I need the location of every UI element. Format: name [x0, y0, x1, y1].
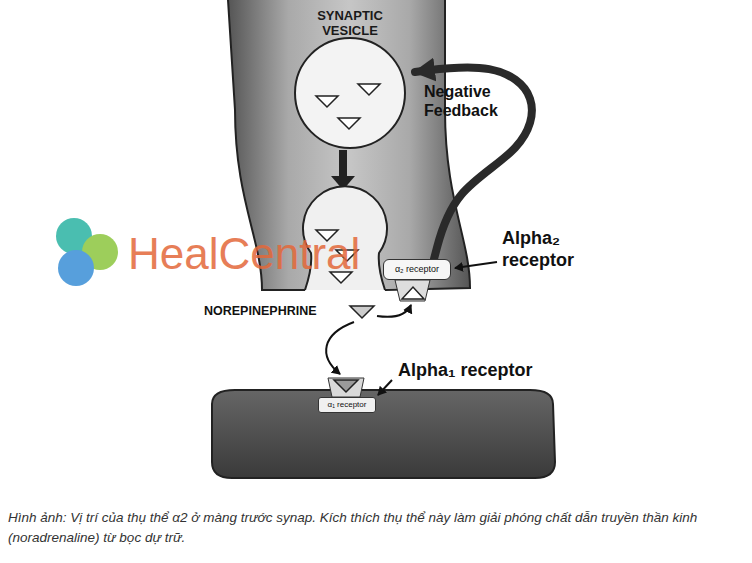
alpha1-receptor: α₁ receptor — [318, 397, 376, 413]
watermark-logo — [56, 218, 118, 286]
postsynaptic-cell — [212, 390, 555, 478]
bound-transmitter — [334, 380, 358, 392]
norepinephrine-triangle — [350, 306, 374, 318]
vesicle-membrane — [295, 38, 405, 148]
diffusion-arrow — [377, 305, 411, 317]
alpha2-receptor: α₂ receptor — [383, 259, 451, 280]
receptor-site — [395, 280, 430, 301]
bound-transmitter — [402, 287, 424, 299]
callout-label: Alpha₁ receptor — [398, 360, 568, 382]
edge-label: Negative Feedback — [424, 82, 516, 120]
receptor-label: α₂ receptor — [395, 264, 439, 274]
watermark: HealCentral — [128, 228, 368, 281]
leader-line — [455, 262, 497, 268]
receptor-label: α₁ receptor — [328, 400, 367, 409]
transmitter-label: NOREPINEPHRINE — [204, 304, 354, 319]
transmitter-triangle — [338, 118, 360, 129]
transport-arrow — [339, 150, 347, 176]
receptor-site — [328, 378, 364, 397]
transmitter-triangle — [316, 96, 338, 107]
vesicle-fill — [295, 38, 405, 148]
vesicle-heading: SYNAPTIC VESICLE — [303, 9, 398, 39]
figure-caption: Hình ảnh: Vị trí của thụ thể α2 ở màng t… — [8, 508, 744, 547]
synaptic-vesicle: SYNAPTIC VESICLE — [285, 6, 415, 154]
transmitter-triangle — [358, 84, 380, 95]
callout-label: Alpha₂ receptor — [502, 228, 594, 271]
diffusion-arrow — [326, 322, 354, 374]
leader-line — [378, 380, 392, 395]
